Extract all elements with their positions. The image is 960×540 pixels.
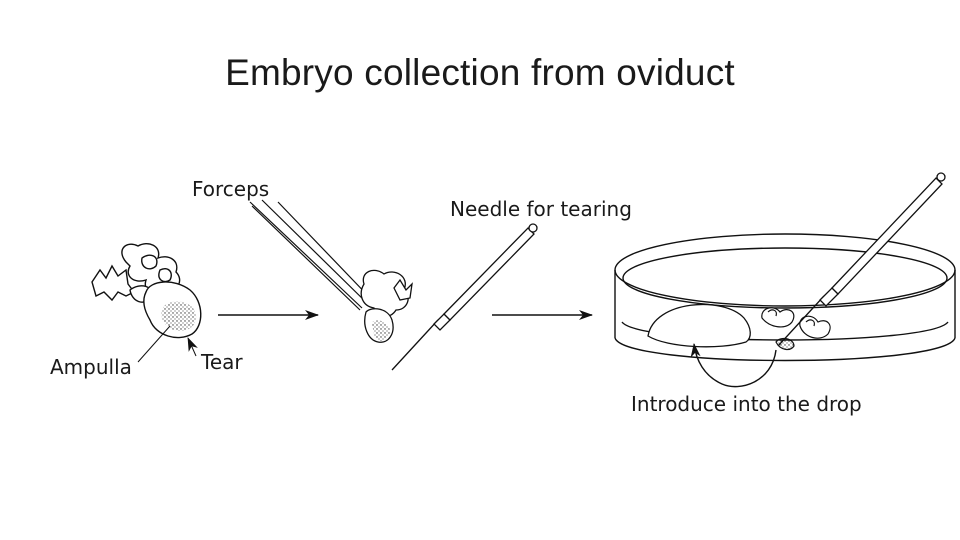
needle-label: Needle for tearing [450,197,632,221]
introduce-label: Introduce into the drop [631,392,862,416]
oviduct-held-illustration [361,270,412,342]
tear-label: Tear [200,350,243,374]
tear-leader [188,338,196,356]
oviduct-illustration [92,244,201,338]
medium-drop-illustration [648,304,750,346]
ampulla-label: Ampulla [50,355,132,379]
forceps-label: Forceps [192,177,269,201]
oviduct-pieces-illustration [762,308,830,350]
forceps-illustration [250,200,374,310]
transfer-curve-arrow [694,344,776,387]
ampulla-leader [138,326,170,362]
tearing-needle-illustration [392,224,537,370]
